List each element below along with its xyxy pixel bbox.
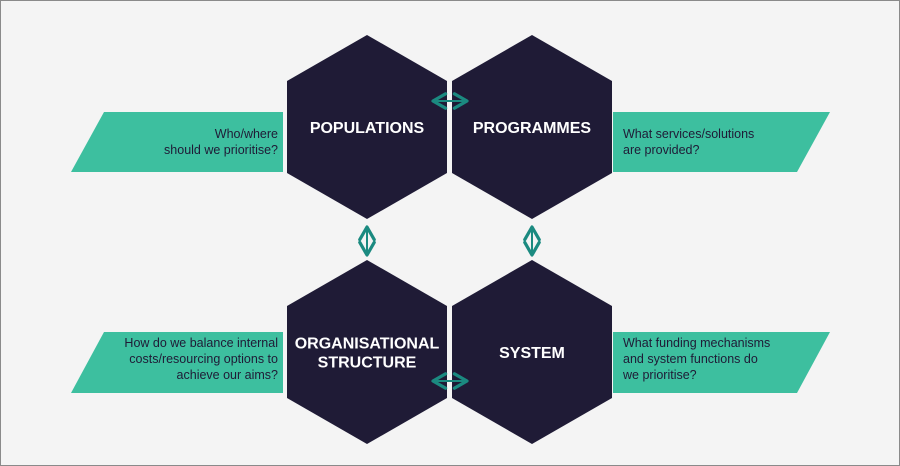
hexagon-organisational-structure: ORGANISATIONAL STRUCTURE <box>287 260 447 444</box>
band-shape <box>613 112 830 172</box>
band-programmes-question: What services/solutions are provided? <box>613 112 830 172</box>
hexagon-populations: POPULATIONS <box>287 35 447 219</box>
hexagon-label: ORGANISATIONAL <box>295 336 440 353</box>
band-text-line: we prioritise? <box>622 368 697 382</box>
band-text-line: How do we balance internal <box>124 336 278 350</box>
band-shape <box>71 112 283 172</box>
hexagon-shape <box>287 260 447 444</box>
band-text-line: What services/solutions <box>623 127 754 141</box>
hexagon-shape <box>287 35 447 219</box>
hexagon-shape <box>452 35 612 219</box>
hexagon-label: STRUCTURE <box>318 355 417 372</box>
band-text-line: Who/where <box>215 127 278 141</box>
band-text-line: costs/resourcing options to <box>129 352 278 366</box>
band-system-question: What funding mechanisms and system functi… <box>613 332 830 393</box>
band-populations-question: Who/where should we prioritise? <box>71 112 283 172</box>
hexagon-label: POPULATIONS <box>310 120 425 137</box>
band-text-line: What funding mechanisms <box>623 336 770 350</box>
hexagon-label: PROGRAMMES <box>473 120 592 137</box>
band-text-line: are provided? <box>623 143 699 157</box>
hexagon-shape <box>452 260 612 444</box>
band-text-line: should we prioritise? <box>164 143 278 157</box>
hexagon-programmes: PROGRAMMES <box>452 35 612 219</box>
band-shape <box>613 332 830 393</box>
hexagon-system: SYSTEM <box>452 260 612 444</box>
band-text-line: and system functions do <box>623 352 758 366</box>
band-text-line: achieve our aims? <box>177 368 278 382</box>
hexagon-label: SYSTEM <box>499 345 565 362</box>
band-organisational-structure-question: How do we balance internal costs/resourci… <box>71 332 283 393</box>
band-shape <box>71 332 283 393</box>
